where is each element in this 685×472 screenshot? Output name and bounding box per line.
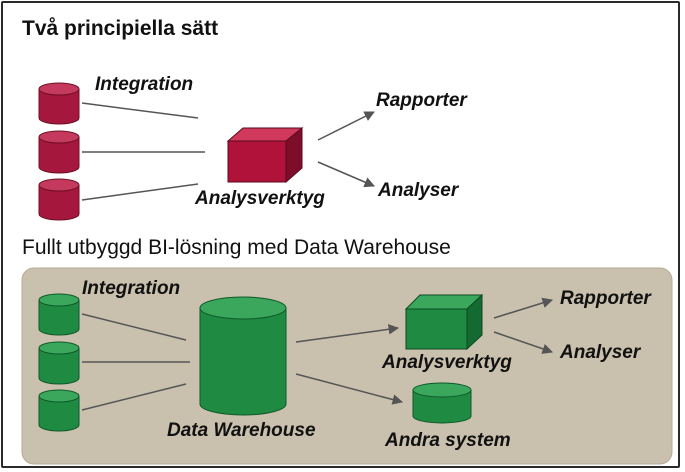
top-source-db-2: [38, 130, 80, 174]
other-system-cylinder: [412, 382, 472, 424]
section-subtitle: Fullt utbyggd BI-lösning med Data Wareho…: [22, 236, 451, 259]
other-system-label: Andra system: [385, 430, 511, 451]
bottom-integration-line-1: [81, 313, 187, 341]
top-source-db-1: [38, 82, 80, 125]
top-output-rapporter: Rapporter: [376, 90, 467, 111]
arrow-warehouse-to-other: [295, 373, 404, 405]
top-integration-line-3: [81, 183, 199, 201]
bottom-panel: [21, 267, 673, 465]
bottom-arrow-analyser: [493, 331, 553, 354]
top-integration-label: Integration: [95, 74, 194, 95]
diagram-title: Två principiella sätt: [22, 17, 219, 40]
data-warehouse-cylinder: [199, 296, 287, 416]
top-arrow-rapporter: [317, 111, 375, 141]
warehouse-label: Data Warehouse: [167, 420, 316, 441]
bottom-analysis-tool-box: [404, 293, 484, 351]
top-tool-label: Analysverktyg: [195, 188, 325, 209]
top-output-analyser: Analyser: [378, 180, 459, 201]
bottom-source-db-2: [38, 341, 80, 385]
bottom-output-rapporter: Rapporter: [560, 288, 651, 309]
bottom-integration-label: Integration: [82, 278, 181, 299]
bottom-output-analyser: Analyser: [560, 342, 641, 363]
top-source-db-3: [38, 178, 80, 221]
bottom-tool-label: Analysverktyg: [382, 352, 512, 373]
bottom-integration-line-3: [81, 383, 187, 411]
bottom-arrow-rapporter: [493, 297, 554, 319]
bottom-source-db-3: [38, 389, 80, 432]
top-analysis-tool-box: [226, 126, 304, 184]
top-integration-line-1: [81, 102, 199, 119]
bottom-source-db-1: [38, 293, 80, 336]
arrow-warehouse-to-tool: [295, 324, 400, 343]
top-arrow-analyser: [317, 161, 375, 188]
